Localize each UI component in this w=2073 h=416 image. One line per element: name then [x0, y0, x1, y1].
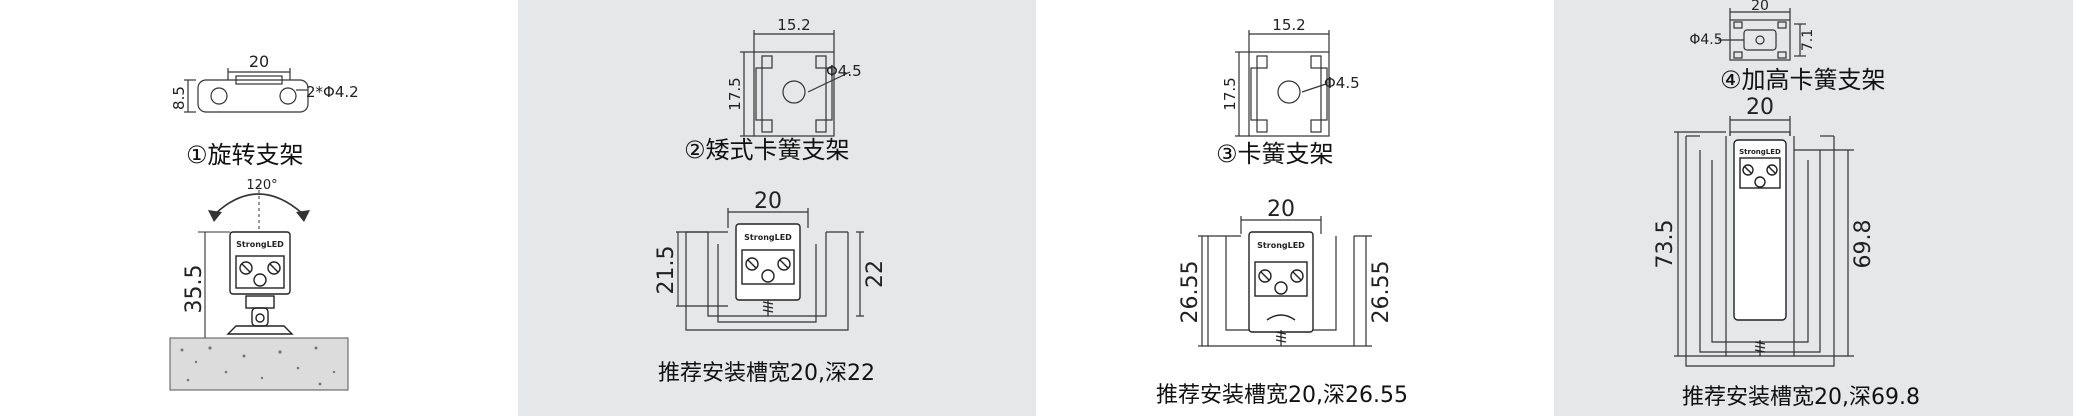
panel-low-spring-bracket: 15.2 17.5 Φ4.5 ②矮式卡簧支架 [518, 0, 1036, 416]
arrow-left-icon [208, 210, 222, 222]
dim-slot-top: 20 [1746, 95, 1774, 120]
spring-bracket-drawing: 15.2 17.5 Φ4.5 ③卡簧支架 [1156, 16, 1408, 408]
dim-height: 17.5 [726, 77, 744, 110]
dim-hole: Φ4.5 [1689, 32, 1722, 48]
dim-small-height: 7.1 [1800, 29, 1816, 51]
dim-top-width: 15.2 [1272, 16, 1305, 34]
arrow-right-icon [296, 210, 310, 222]
dim-left-height: 73.5 [1653, 220, 1678, 269]
module-brand-label: StrongLED [1257, 241, 1305, 250]
dim-body-height: 35.5 [182, 265, 207, 314]
dim-hole: Φ4.5 [1324, 74, 1360, 92]
dim-top-width: 20 [249, 52, 269, 71]
dim-angle: 120° [246, 178, 277, 193]
dim-slot-top: 20 [754, 189, 782, 214]
dim-height: 17.5 [1221, 77, 1239, 110]
dim-right-height: 22 [863, 260, 888, 288]
title-spring-bracket: ③卡簧支架 [1216, 140, 1334, 168]
concrete-base [169, 337, 349, 391]
dim-holes: 2*Φ4.2 [306, 83, 359, 101]
recommendation-text: 推荐安装槽宽20,深22 [658, 361, 875, 386]
title-low-spring-bracket: ②矮式卡簧支架 [684, 136, 850, 164]
panel-spring-bracket: 15.2 17.5 Φ4.5 ③卡簧支架 [1036, 0, 1554, 416]
dim-slot-top: 20 [1267, 197, 1295, 222]
tall-spring-bracket-drawing: 20 Φ4.5 7.1 ④加高卡簧支架 [1653, 0, 1920, 410]
rotating-bracket-drawing: 20 8.5 2*Φ4.2 ①旋转支架 120° Stron [169, 52, 359, 391]
module-brand-label: StrongLED [744, 233, 792, 242]
title-tall-spring-bracket: ④加高卡簧支架 [1720, 66, 1886, 94]
recommendation-text: 推荐安装槽宽20,深26.55 [1156, 383, 1408, 408]
title-rotating-bracket: ①旋转支架 [186, 141, 304, 169]
dim-left-height: 21.5 [654, 246, 679, 295]
panel-rotating-bracket: 20 8.5 2*Φ4.2 ①旋转支架 120° Stron [0, 0, 518, 416]
dim-right-height: 26.55 [1369, 261, 1394, 324]
dim-left-height: 8.5 [170, 86, 188, 110]
recommendation-text: 推荐安装槽宽20,深69.8 [1682, 385, 1920, 410]
dim-top-width: 20 [1751, 0, 1769, 14]
dim-right-height: 69.8 [1851, 220, 1876, 269]
dim-hole: Φ4.5 [826, 62, 862, 80]
module-brand-label: StrongLED [1739, 148, 1781, 156]
rotation-arc [214, 193, 304, 215]
module-brand-label: StrongLED [236, 240, 284, 249]
dim-top-width: 15.2 [777, 16, 810, 34]
dim-left-height: 26.55 [1178, 261, 1203, 324]
panel-tall-spring-bracket: 20 Φ4.5 7.1 ④加高卡簧支架 [1554, 0, 2073, 416]
low-spring-bracket-drawing: 15.2 17.5 Φ4.5 ②矮式卡簧支架 [654, 16, 888, 386]
